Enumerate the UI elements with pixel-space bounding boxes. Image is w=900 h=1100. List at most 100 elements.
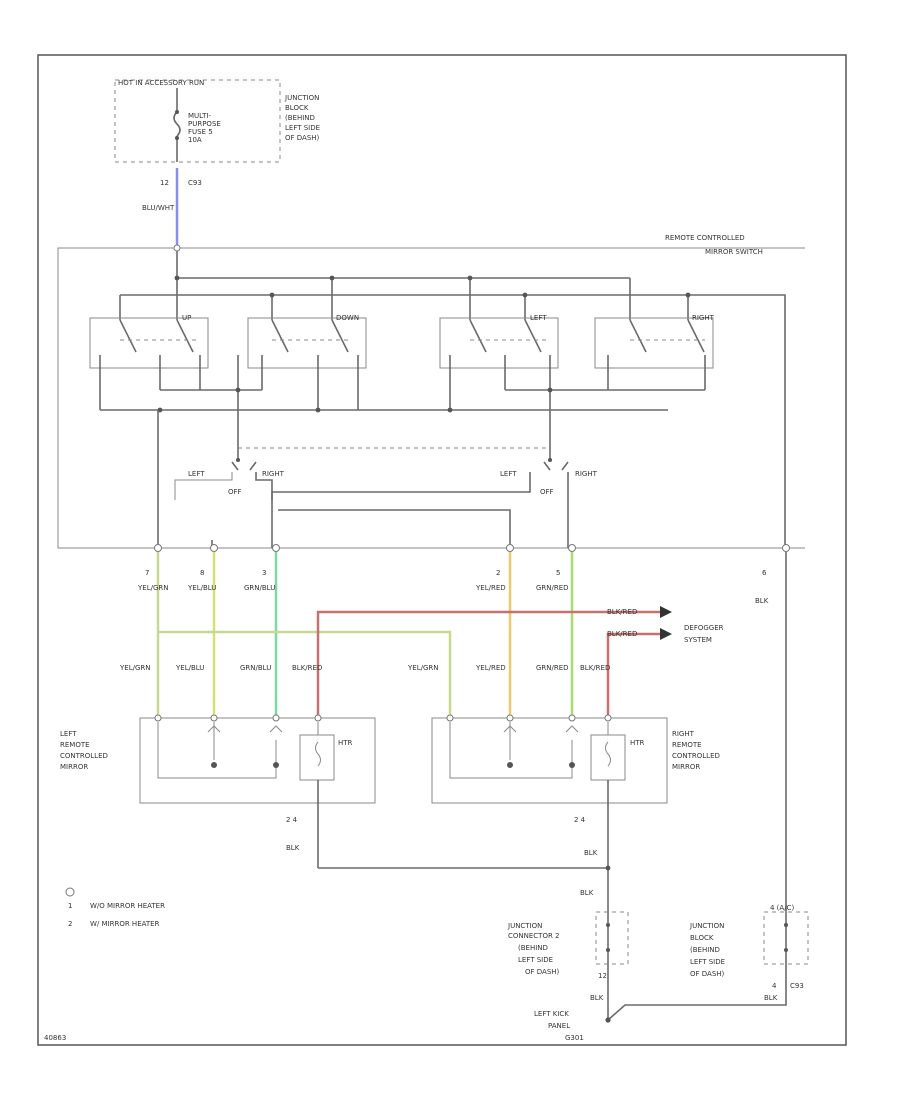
gp-label-2: PANEL — [548, 1022, 570, 1030]
gp-label-1: LEFT KICK — [534, 1010, 569, 1018]
legend-text-1: W/O MIRROR HEATER — [90, 902, 165, 910]
dir-up: UP — [182, 314, 191, 322]
fuse-location-2: BLOCK — [285, 104, 309, 112]
fuse-box-header: HOT IN ACCESSORY RUN — [118, 79, 204, 87]
legend-text-2: W/ MIRROR HEATER — [90, 920, 160, 928]
lm-ground-wire: BLK — [286, 844, 300, 852]
lm-name-1: LEFT — [60, 730, 77, 738]
fuse-box: HOT IN ACCESSORY RUN MULTI- PURPOSE FUSE… — [114, 79, 320, 187]
fuse-label-3: FUSE 5 — [188, 128, 213, 136]
footer-code: 40863 — [44, 1034, 66, 1042]
right-mirror: YEL/GRN YEL/RED GRN/RED BLK/RED HTR RIGH… — [407, 664, 720, 1020]
rm-name-2: REMOTE — [672, 741, 702, 749]
dir-down: DOWN — [336, 314, 359, 322]
rm-wire-4: BLK/RED — [580, 664, 610, 672]
sel-left-right: RIGHT — [262, 470, 285, 478]
legend-key-1: 1 — [68, 902, 72, 910]
fuse-label-2: PURPOSE — [188, 120, 221, 128]
legend-key-2: 2 — [68, 920, 72, 928]
defogger-wires: BLK/RED BLK/RED DEFOGGER SYSTEM — [316, 606, 724, 718]
jb-label-5: OF DASH) — [690, 970, 725, 978]
switch-title-2: MIRROR SWITCH — [705, 248, 763, 256]
lm-wire-1: YEL/GRN — [119, 664, 150, 672]
jc-wire: BLK — [580, 889, 594, 897]
jb-label-2: BLOCK — [690, 934, 714, 942]
out-color-3: GRN/BLU — [244, 584, 275, 592]
rm-heater: HTR — [630, 739, 645, 747]
jc-pin: 12 — [598, 972, 607, 980]
out-color-6: BLK — [755, 597, 769, 605]
sel-right-right: RIGHT — [575, 470, 598, 478]
lm-wire-3: GRN/BLU — [240, 664, 271, 672]
sel-right-off: OFF — [540, 488, 554, 496]
fuse-location-4: LEFT SIDE — [285, 124, 320, 132]
jc-label-2: CONNECTOR 2 — [508, 932, 560, 940]
lm-wire-4: BLK/RED — [292, 664, 322, 672]
out-color-7: YEL/GRN — [137, 584, 168, 592]
jb-label-4: LEFT SIDE — [690, 958, 725, 966]
jb-label-1: JUNCTION — [689, 922, 724, 930]
rm-wire-3: GRN/RED — [536, 664, 569, 672]
jb-wire: BLK — [764, 994, 778, 1002]
legend: 1 W/O MIRROR HEATER 2 W/ MIRROR HEATER — [65, 887, 165, 928]
rm-wire-1: YEL/GRN — [407, 664, 438, 672]
lm-heater: HTR — [338, 739, 353, 747]
diagram-frame — [37, 54, 847, 1046]
jb-label-3: (BEHIND — [690, 946, 720, 954]
fuse-label-1: MULTI- — [188, 112, 211, 120]
jc-label-1: JUNCTION — [507, 922, 542, 930]
lm-name-2: REMOTE — [60, 741, 90, 749]
rm-wire-2: YEL/RED — [475, 664, 506, 672]
junction-block: 4 (A/C) JUNCTION BLOCK (BEHIND LEFT SIDE… — [607, 904, 809, 1021]
out-pin-5: 5 — [556, 569, 560, 577]
fuse-location-1: JUNCTION — [284, 94, 319, 102]
out-pin-6: 6 — [762, 569, 767, 577]
rm-ground-pins: 2 4 — [574, 816, 586, 824]
feed-wire-color-a: BLU/WHT — [142, 204, 175, 212]
jc-label-4: LEFT SIDE — [518, 956, 553, 964]
switch-title-1: REMOTE CONTROLLED — [665, 234, 745, 242]
lm-name-3: CONTROLLED — [60, 752, 108, 760]
sel-right-left: LEFT — [500, 470, 517, 478]
dir-left: LEFT — [530, 314, 547, 322]
fuse-connector: C93 — [188, 179, 202, 187]
jb-pin: 4 — [772, 982, 777, 990]
junction-connector: BLK JUNCTION CONNECTOR 2 (BEHIND LEFT SI… — [507, 889, 629, 1002]
output-labels: 7 YEL/GRN 8 YEL/BLU 3 GRN/BLU 2 YEL/RED … — [137, 569, 769, 605]
out-color-8: YEL/BLU — [187, 584, 216, 592]
defog-wire1: BLK/RED — [607, 608, 637, 616]
lm-wire-2: YEL/BLU — [175, 664, 204, 672]
sel-left-left: LEFT — [188, 470, 205, 478]
jb-header: 4 (A/C) — [770, 904, 794, 912]
fuse-location-3: (BEHIND — [285, 114, 315, 122]
out-pin-7: 7 — [145, 569, 149, 577]
out-color-2: YEL/RED — [475, 584, 506, 592]
ground-point: LEFT KICK PANEL G301 — [534, 1010, 611, 1042]
jc-label-3: (BEHIND — [518, 944, 548, 952]
fuse-pin: 12 — [160, 179, 169, 187]
out-pin-2: 2 — [496, 569, 500, 577]
left-mirror: YEL/GRN YEL/BLU GRN/BLU BLK/RED HTR LEFT… — [60, 664, 376, 868]
out-color-5: GRN/RED — [536, 584, 569, 592]
mirror-switch: REMOTE CONTROLLED MIRROR SWITCH — [57, 234, 805, 549]
rm-name-3: CONTROLLED — [672, 752, 720, 760]
out-pin-3: 3 — [262, 569, 266, 577]
fuse-label-4: 10A — [188, 136, 202, 144]
jc-label-5: OF DASH) — [525, 968, 560, 976]
switch-connector-pins — [154, 544, 790, 552]
lm-name-4: MIRROR — [60, 763, 88, 771]
dir-right: RIGHT — [692, 314, 715, 322]
ground-wire-label: BLK — [584, 849, 598, 857]
rm-name-1: RIGHT — [672, 730, 695, 738]
defog-label-1: DEFOGGER — [684, 624, 724, 632]
lm-ground-pins: 2 4 — [286, 816, 298, 824]
defog-label-2: SYSTEM — [684, 636, 712, 644]
out-pin-8: 8 — [200, 569, 204, 577]
switch-output-wires — [156, 552, 787, 1000]
jc-out-wire: BLK — [590, 994, 604, 1002]
jb-connector: C93 — [790, 982, 804, 990]
defog-wire2: BLK/RED — [607, 630, 637, 638]
gp-label-3: G301 — [565, 1034, 584, 1042]
rm-name-4: MIRROR — [672, 763, 700, 771]
